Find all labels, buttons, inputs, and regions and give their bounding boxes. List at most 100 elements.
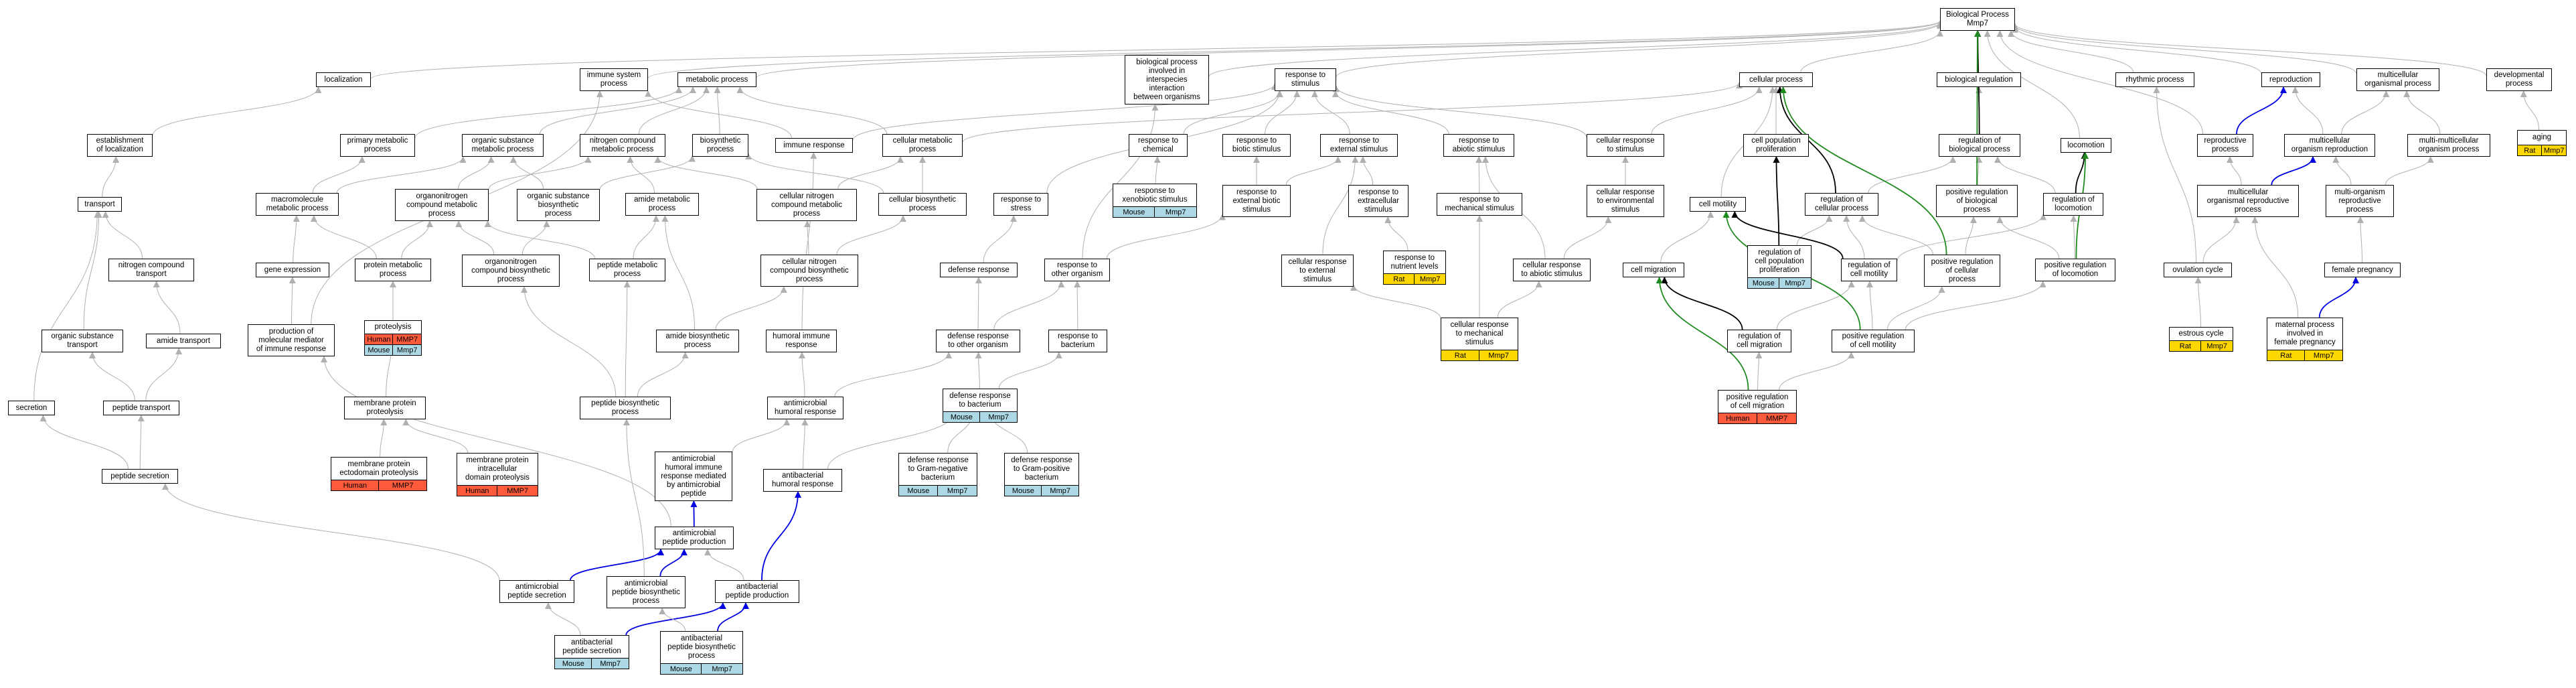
go-term-regulation-of-cell-migration[interactable]: regulation of cell migration — [1727, 330, 1791, 352]
go-term-antimicrobial-peptide-biosynthetic-process[interactable]: antimicrobial peptide biosynthetic proce… — [607, 576, 686, 608]
go-term-peptide-transport[interactable]: peptide transport — [103, 401, 179, 415]
go-term-reproduction[interactable]: reproduction — [2261, 72, 2320, 87]
go-term-multicellular-organismal-reproductive-process[interactable]: multicellular organismal reproductive pr… — [2197, 185, 2299, 217]
go-term-nitrogen-compound-transport[interactable]: nitrogen compound transport — [108, 259, 194, 281]
go-term-organonitrogen-compound-biosynthetic-process[interactable]: organonitrogen compound biosynthetic pro… — [462, 255, 560, 287]
go-term-regulation-of-locomotion[interactable]: regulation of locomotion — [2043, 193, 2103, 216]
go-term-response-to-external-biotic-stimulus[interactable]: response to external biotic stimulus — [1222, 185, 1291, 217]
go-term-gene-expression[interactable]: gene expression — [256, 263, 329, 277]
go-term-antibacterial-peptide-production[interactable]: antibacterial peptide production — [715, 580, 799, 603]
go-term-defense-response-gram-negative[interactable]: defense response to Gram-negative bacter… — [898, 453, 977, 485]
go-term-membrane-protein-proteolysis[interactable]: membrane protein proteolysis — [344, 397, 426, 419]
go-term-positive-regulation-of-cell-migration[interactable]: positive regulation of cell migration — [1718, 390, 1797, 413]
go-term-localization[interactable]: localization — [316, 72, 371, 87]
go-term-cell-population-proliferation[interactable]: cell population proliferation — [1743, 134, 1809, 157]
go-term-developmental-process[interactable]: developmental process — [2486, 68, 2552, 91]
go-term-locomotion[interactable]: locomotion — [2061, 138, 2111, 153]
go-term-primary-metabolic-process[interactable]: primary metabolic process — [340, 134, 415, 157]
go-term-organic-substance-transport[interactable]: organic substance transport — [42, 330, 123, 352]
go-term-response-to-chemical[interactable]: response to chemical — [1129, 134, 1188, 157]
go-term-organic-substance-biosynthetic-process[interactable]: organic substance biosynthetic process — [517, 189, 600, 221]
go-term-nitrogen-compound-metabolic-process[interactable]: nitrogen compound metabolic process — [580, 134, 665, 157]
go-term-positive-regulation-of-cellular-process[interactable]: positive regulation of cellular process — [1924, 255, 2000, 287]
go-term-cellular-nitrogen-compound-metabolic-process[interactable]: cellular nitrogen compound metabolic pro… — [756, 189, 857, 221]
go-term-cellular-response-to-mechanical-stimulus[interactable]: cellular response to mechanical stimulus — [1441, 318, 1518, 350]
go-term-response-to-stress[interactable]: response to stress — [993, 193, 1048, 216]
go-term-antibacterial-peptide-biosynthetic-process[interactable]: antibacterial peptide biosynthetic proce… — [660, 631, 743, 663]
go-term-regulation-of-cell-population-proliferation[interactable]: regulation of cell population proliferat… — [1747, 245, 1812, 277]
go-term-root[interactable]: Biological Process Mmp7 — [1940, 8, 2015, 31]
go-term-biosynthetic-process[interactable]: biosynthetic process — [692, 134, 748, 157]
go-term-peptide-biosynthetic-process[interactable]: peptide biosynthetic process — [580, 397, 671, 419]
go-term-regulation-of-cell-motility[interactable]: regulation of cell motility — [1841, 259, 1897, 281]
go-term-defense-response-to-other-organism[interactable]: defense response to other organism — [936, 330, 1020, 352]
go-term-peptide-secretion[interactable]: peptide secretion — [102, 469, 178, 484]
go-term-organic-substance-metabolic-process[interactable]: organic substance metabolic process — [462, 134, 544, 157]
go-term-response-to-bacterium[interactable]: response to bacterium — [1048, 330, 1107, 352]
go-term-maternal-process-pregnancy[interactable]: maternal process involved in female preg… — [2267, 318, 2343, 350]
go-term-immune-system-process[interactable]: immune system process — [580, 68, 648, 91]
go-term-cell-migration[interactable]: cell migration — [1623, 263, 1684, 277]
go-term-multicellular-organism-reproduction[interactable]: multicellular organism reproduction — [2284, 134, 2375, 157]
go-term-multi-organism-reproductive-process[interactable]: multi-organism reproductive process — [2326, 185, 2394, 217]
go-term-antibacterial-humoral-response[interactable]: antibacterial humoral response — [763, 469, 842, 492]
go-term-rhythmic-process[interactable]: rhythmic process — [2115, 72, 2194, 87]
go-term-membrane-protein-ectodomain-proteolysis[interactable]: membrane protein ectodomain proteolysis — [331, 457, 427, 480]
go-term-defense-response-to-bacterium[interactable]: defense response to bacterium — [943, 389, 1018, 411]
go-term-cell-motility[interactable]: cell motility — [1690, 197, 1746, 212]
go-term-antibacterial-peptide-secretion[interactable]: antibacterial peptide secretion — [554, 635, 629, 658]
go-term-cellular-response-to-external-stimulus[interactable]: cellular response to external stimulus — [1281, 255, 1354, 287]
go-term-macromolecule-metabolic-process[interactable]: macromolecule metabolic process — [256, 193, 339, 216]
go-term-positive-regulation-of-biological-process[interactable]: positive regulation of biological proces… — [1936, 185, 2018, 217]
go-term-proteolysis[interactable]: proteolysis — [364, 320, 422, 334]
go-term-amide-metabolic-process[interactable]: amide metabolic process — [625, 193, 699, 216]
go-term-defense-response-gram-positive[interactable]: defense response to Gram-positive bacter… — [1004, 453, 1079, 485]
go-term-ovulation-cycle[interactable]: ovulation cycle — [2164, 263, 2232, 277]
go-term-membrane-protein-intracellular-domain-proteolysis[interactable]: membrane protein intracellular domain pr… — [457, 453, 538, 485]
go-term-amide-biosynthetic-process[interactable]: amide biosynthetic process — [656, 330, 739, 352]
go-term-defense-response[interactable]: defense response — [940, 263, 1018, 277]
go-term-metabolic-process[interactable]: metabolic process — [677, 72, 756, 87]
go-term-regulation-of-biological-process[interactable]: regulation of biological process — [1939, 134, 2020, 157]
go-term-immune-response[interactable]: immune response — [775, 138, 853, 153]
go-term-antimicrobial-peptide-secretion[interactable]: antimicrobial peptide secretion — [499, 580, 574, 603]
go-term-bio-interspecies[interactable]: biological process involved in interspec… — [1125, 55, 1209, 105]
go-term-female-pregnancy[interactable]: female pregnancy — [2324, 263, 2401, 277]
go-term-amide-transport[interactable]: amide transport — [146, 334, 221, 348]
go-term-positive-regulation-of-cell-motility[interactable]: positive regulation of cell motility — [1832, 330, 1915, 352]
go-term-estrous-cycle[interactable]: estrous cycle — [2169, 327, 2233, 340]
go-term-response-to-extracellular-stimulus[interactable]: response to extracellular stimulus — [1348, 185, 1408, 217]
go-term-response-to-biotic-stimulus[interactable]: response to biotic stimulus — [1222, 134, 1291, 157]
go-term-response-to-mechanical-stimulus[interactable]: response to mechanical stimulus — [1437, 193, 1522, 216]
go-term-cellular-process[interactable]: cellular process — [1739, 72, 1813, 87]
go-term-response-to-other-organism[interactable]: response to other organism — [1044, 259, 1110, 281]
go-term-aging[interactable]: aging — [2517, 130, 2567, 145]
go-term-biological-regulation[interactable]: biological regulation — [1937, 72, 2021, 87]
go-term-response-to-abiotic-stimulus[interactable]: response to abiotic stimulus — [1443, 134, 1514, 157]
go-term-humoral-immune-response[interactable]: humoral immune response — [766, 330, 837, 352]
go-term-regulation-of-cellular-process[interactable]: regulation of cellular process — [1805, 193, 1878, 216]
go-term-cellular-biosynthetic-process[interactable]: cellular biosynthetic process — [878, 193, 967, 216]
go-term-transport[interactable]: transport — [78, 197, 122, 212]
go-term-antimicrobial-humoral-immune-response-peptide[interactable]: antimicrobial humoral immune response me… — [655, 452, 732, 501]
go-term-response-to-stimulus[interactable]: response to stimulus — [1275, 68, 1336, 91]
go-term-protein-metabolic-process[interactable]: protein metabolic process — [355, 259, 431, 281]
go-term-antimicrobial-humoral-response[interactable]: antimicrobial humoral response — [767, 397, 843, 419]
go-term-cellular-metabolic-process[interactable]: cellular metabolic process — [882, 134, 963, 157]
go-term-multicellular-organismal-process[interactable]: multicellular organismal process — [2356, 68, 2439, 91]
go-term-secretion[interactable]: secretion — [8, 401, 55, 415]
go-term-reproductive-process[interactable]: reproductive process — [2197, 134, 2253, 157]
go-term-production-of-molecular-mediator[interactable]: production of molecular mediator of immu… — [248, 324, 335, 356]
go-term-positive-regulation-of-locomotion[interactable]: positive regulation of locomotion — [2035, 259, 2115, 281]
go-term-cellular-response-to-stimulus[interactable]: cellular response to stimulus — [1587, 134, 1664, 157]
go-term-peptide-metabolic-process[interactable]: peptide metabolic process — [589, 259, 665, 281]
go-term-multi-multicellular-organism-process[interactable]: multi-multicellular organism process — [2407, 134, 2490, 157]
go-term-response-to-nutrient-levels[interactable]: response to nutrient levels — [1383, 251, 1446, 273]
go-term-response-to-external-stimulus[interactable]: response to external stimulus — [1320, 134, 1398, 157]
go-term-organonitrogen-compound-metabolic-process[interactable]: organonitrogen compound metabolic proces… — [395, 189, 489, 221]
go-term-cellular-response-to-abiotic-stimulus[interactable]: cellular response to abiotic stimulus — [1513, 259, 1591, 281]
go-term-cellular-nitrogen-compound-biosynthetic-process[interactable]: cellular nitrogen compound biosynthetic … — [760, 255, 858, 287]
go-term-cellular-response-to-environmental-stimulus[interactable]: cellular response to environmental stimu… — [1587, 185, 1664, 217]
go-term-antimicrobial-peptide-production[interactable]: antimicrobial peptide production — [655, 527, 734, 549]
go-term-response-to-xenobiotic-stimulus[interactable]: response to xenobiotic stimulus — [1113, 184, 1197, 206]
